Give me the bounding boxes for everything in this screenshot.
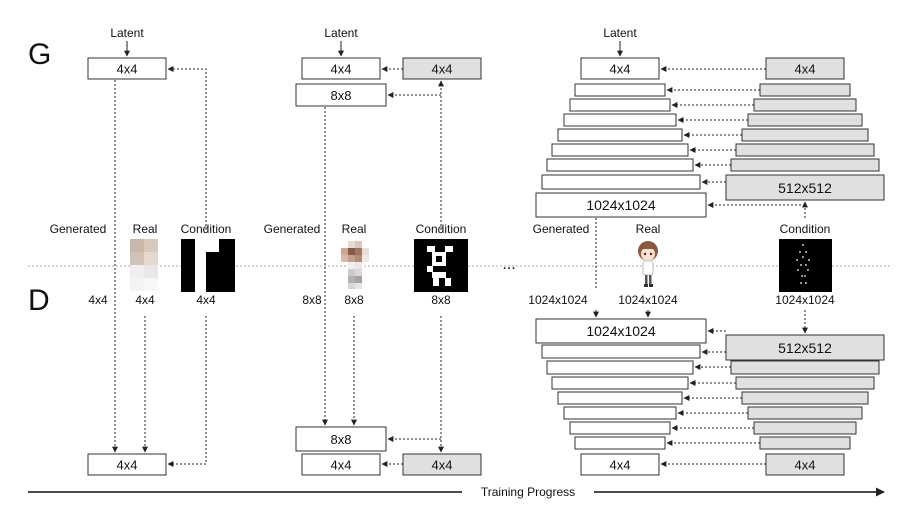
stage3-d-top-label: 1024x1024 — [586, 323, 656, 339]
stage3-condition-image — [779, 239, 832, 292]
stage3-real-image — [638, 241, 658, 287]
stage3-latent-label: Latent — [603, 26, 637, 40]
stage3-d-cond-label: 512x512 — [778, 340, 832, 356]
stage2-d-fade-label: 4x4 — [432, 458, 453, 473]
stage2-g-top-box — [301, 57, 381, 80]
stage1-real-image — [130, 239, 158, 291]
training-progress-label: Training Progress — [481, 485, 575, 499]
stage3-g-top-box — [580, 57, 660, 80]
stage2-latent-label: Latent — [324, 26, 358, 40]
training-progress: Training Progress — [28, 485, 885, 499]
stage3-g-final-box — [535, 192, 707, 218]
stage1-condition-image — [181, 239, 235, 292]
stage2-real-image — [341, 241, 369, 289]
stage2-d-bottom-box — [301, 453, 381, 476]
stage-3: Latent 4x4 4x4 512x512 1024x1024 — [528, 26, 885, 476]
stage3-condition-label: Condition — [780, 222, 831, 236]
stage1-real-label: Real — [133, 222, 158, 236]
stage3-d-top-box — [535, 318, 707, 344]
stage2-res-condition: 8x8 — [431, 293, 451, 307]
stage3-real-label: Real — [636, 222, 661, 236]
stage3-d-fade-label: 4x4 — [795, 458, 816, 473]
stage1-res-condition: 4x4 — [196, 293, 216, 307]
stage3-g-top-label: 4x4 — [610, 62, 631, 77]
stage1-g-top-label: 4x4 — [117, 62, 138, 77]
stage1-d-bottom-box — [87, 453, 167, 476]
stage1-generated-label: Generated — [50, 222, 107, 236]
stage2-g-top-label: 4x4 — [331, 62, 352, 77]
stage2-condition-image — [414, 239, 468, 292]
stage-1: Latent 4x4 Generated Real Condition 4x4 … — [50, 26, 235, 476]
ellipsis: ... — [502, 256, 515, 273]
stage1-res-real: 4x4 — [135, 293, 155, 307]
stage3-d-bottom-box — [580, 453, 660, 476]
stage-2: Latent 4x4 4x4 8x8 Generated Real Condit… — [264, 26, 482, 476]
stage1-res-generated: 4x4 — [88, 293, 108, 307]
stage2-d-second-box — [295, 426, 387, 452]
stage2-g-fade-label: 4x4 — [432, 62, 453, 77]
stage3-d-layers — [541, 344, 880, 450]
stage3-g-fade-label: 4x4 — [795, 62, 816, 77]
stage3-generated-label: Generated — [533, 222, 590, 236]
stage3-d-bottom-label: 4x4 — [610, 458, 631, 473]
stage3-res-condition: 1024x1024 — [775, 293, 835, 307]
stage2-res-generated: 8x8 — [302, 293, 322, 307]
stage2-d-second-label: 8x8 — [331, 432, 352, 447]
stage2-generated-label: Generated — [264, 222, 321, 236]
stage2-g-second-box — [295, 83, 387, 107]
stage2-d-bottom-label: 4x4 — [331, 458, 352, 473]
stage1-g-top-box — [87, 57, 167, 80]
generator-label: G — [28, 38, 51, 71]
stage2-real-label: Real — [342, 222, 367, 236]
stage3-g-layers — [541, 83, 880, 190]
stage2-g-second-label: 8x8 — [331, 88, 352, 103]
stage2-res-real: 8x8 — [344, 293, 364, 307]
stage1-latent-label: Latent — [110, 26, 144, 40]
stage3-g-cond-box — [725, 174, 885, 201]
stage3-g-cond-label: 512x512 — [778, 180, 832, 196]
stage3-res-generated: 1024x1024 — [528, 293, 588, 307]
stage3-res-real: 1024x1024 — [618, 293, 678, 307]
discriminator-label: D — [28, 284, 50, 317]
stage1-d-bottom-label: 4x4 — [117, 458, 138, 473]
stage3-g-final-label: 1024x1024 — [586, 197, 656, 213]
stage3-d-cond-box — [725, 334, 885, 361]
